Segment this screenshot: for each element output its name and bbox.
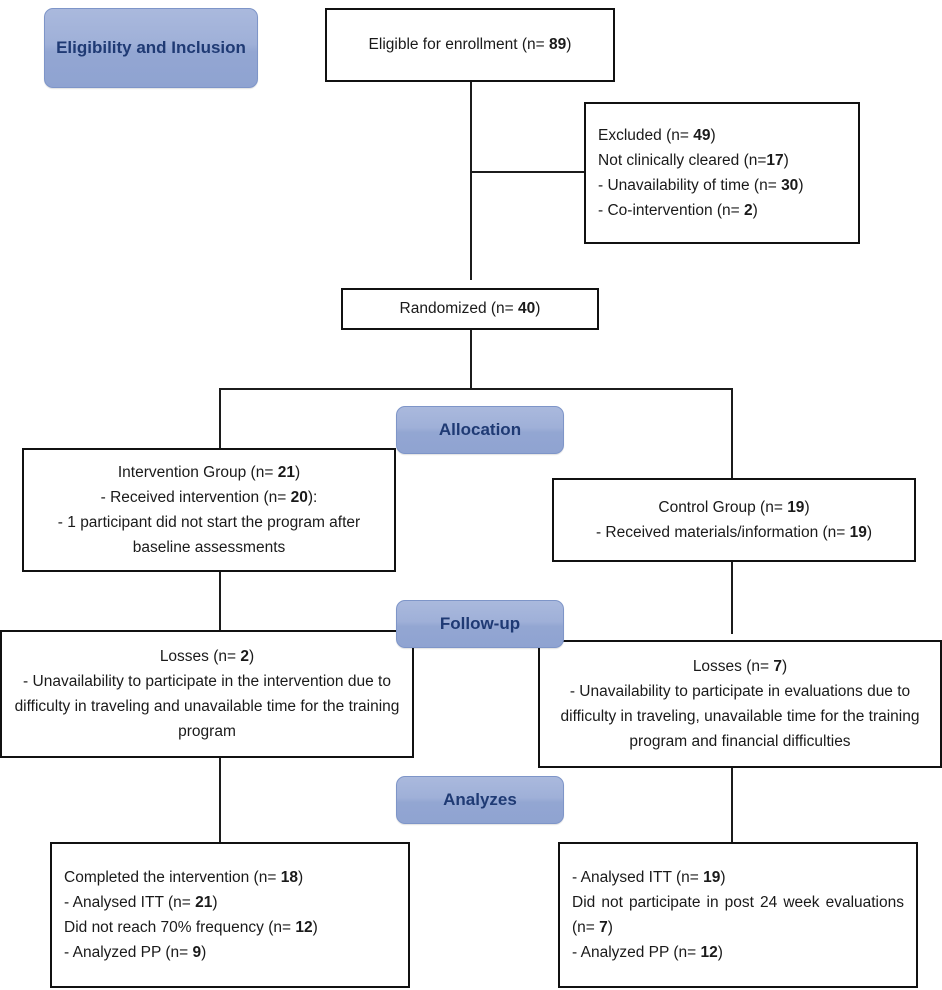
node-losses-intervention-line-0: Losses (n= 2) (159, 647, 255, 665)
node-analysis-control-line-2: - Analyzed PP (n= 12) (572, 944, 723, 962)
connector-split-left-down (219, 388, 221, 450)
node-analysis-intervention-line-1: - Analysed ITT (n= 21) (64, 893, 218, 911)
node-intervention-group-line-2: - 1 participant did not start the progra… (57, 514, 361, 557)
stage-label-allocation: Allocation (396, 406, 564, 454)
node-losses-control-line-1: - Unavailability to participate in evalu… (560, 682, 920, 751)
connector-intervention-to-losses (219, 570, 221, 632)
connector-randomized-down (470, 328, 472, 390)
node-excluded: Excluded (n= 49) Not clinically cleared … (584, 102, 860, 244)
connector-losses-to-analysis-left (219, 757, 221, 843)
node-analysis-control: - Analysed ITT (n= 19) Did not participa… (558, 842, 918, 988)
node-excluded-line-1: Not clinically cleared (n=17) (598, 151, 789, 169)
node-analysis-control-line-1: Did not participate in post 24 week eval… (572, 893, 904, 936)
node-eligible-for-enrollment: Eligible for enrollment (n= 89) (325, 8, 615, 82)
node-analysis-intervention-line-3: - Analyzed PP (n= 9) (64, 944, 207, 962)
node-excluded-line-0: Excluded (n= 49) (598, 126, 716, 144)
node-intervention-group-line-0: Intervention Group (n= 21) (117, 463, 301, 481)
connector-eligible-to-randomized (470, 82, 472, 280)
node-excluded-line-3: - Co-intervention (n= 2) (598, 202, 758, 220)
node-analysis-control-line-0: - Analysed ITT (n= 19) (572, 868, 726, 886)
node-randomized-line-0: Randomized (n= 40) (399, 300, 541, 318)
node-intervention-group: Intervention Group (n= 21) - Received in… (22, 448, 396, 572)
connector-eligible-to-excluded (470, 171, 586, 173)
node-analysis-intervention-line-0: Completed the intervention (n= 18) (64, 868, 304, 886)
node-control-group: Control Group (n= 19) - Received materia… (552, 478, 916, 562)
connector-split-right-down (731, 388, 733, 480)
node-eligible-line-0: Eligible for enrollment (n= 89) (368, 36, 572, 54)
stage-label-followup: Follow-up (396, 600, 564, 648)
node-losses-intervention-line-1: - Unavailability to participate in the i… (14, 672, 400, 741)
node-control-group-line-0: Control Group (n= 19) (658, 498, 810, 516)
connector-losses-to-analysis-right (731, 767, 733, 843)
stage-label-analyzes: Analyzes (396, 776, 564, 824)
node-losses-intervention: Losses (n= 2) - Unavailability to partic… (0, 630, 414, 758)
node-analysis-intervention: Completed the intervention (n= 18) - Ana… (50, 842, 410, 988)
node-excluded-line-2: - Unavailability of time (n= 30) (598, 177, 804, 194)
connector-allocation-split (219, 388, 733, 390)
node-control-group-line-1: - Received materials/information (n= 19) (595, 524, 873, 541)
stage-label-eligibility: Eligibility and Inclusion (44, 8, 258, 88)
node-intervention-group-line-1: - Received intervention (n= 20): (100, 488, 318, 506)
connector-control-to-losses (731, 560, 733, 634)
node-losses-control: Losses (n= 7) - Unavailability to partic… (538, 640, 942, 768)
node-randomized: Randomized (n= 40) (341, 288, 599, 330)
node-analysis-intervention-line-2: Did not reach 70% frequency (n= 12) (64, 919, 318, 936)
node-losses-control-line-0: Losses (n= 7) (692, 657, 788, 675)
